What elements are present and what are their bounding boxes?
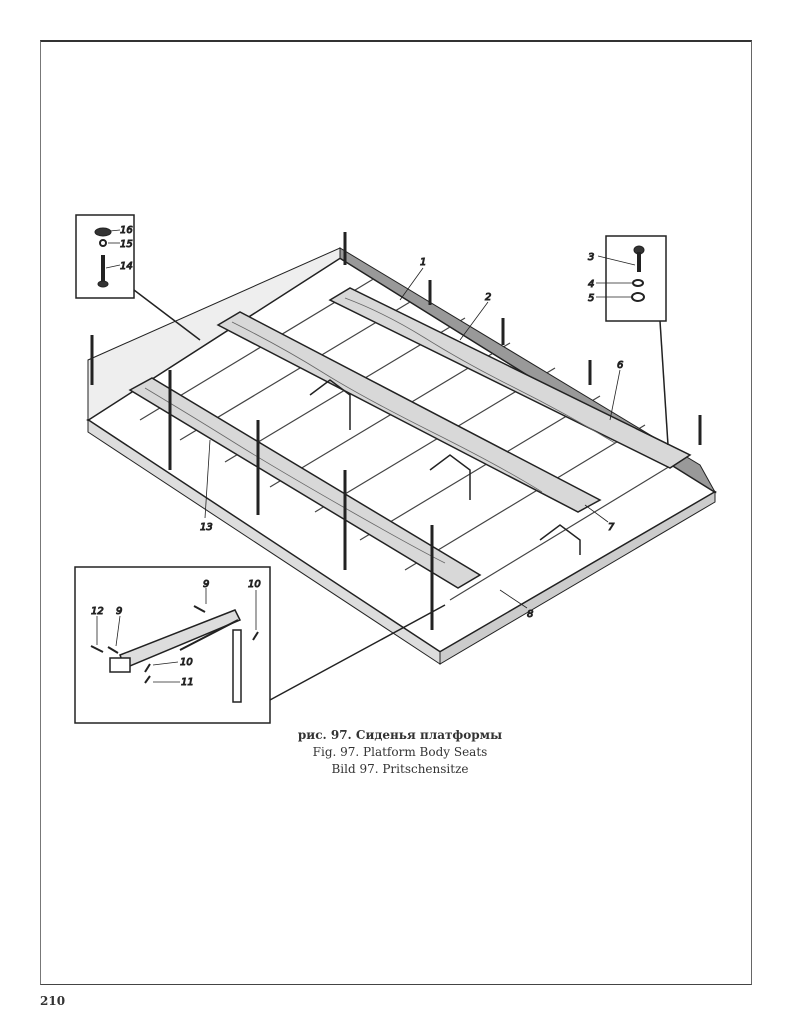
callout-11: 11 [181,677,194,688]
caption-german: Bild 97. Pritschensitze [331,762,469,776]
callout-10b: 10 [180,657,193,668]
callout-12: 12 [91,606,104,617]
callout-16: 16 [120,225,133,236]
page-frame [40,40,752,985]
callout-5: 5 [588,293,594,304]
callout-9a: 9 [116,606,122,617]
callout-15: 15 [120,239,133,250]
callout-6: 6 [617,360,623,371]
side-stakes [90,232,702,630]
callout-13: 13 [200,522,213,533]
callout-2: 2 [485,292,491,303]
caption-russian: рис. 97. Сиденья платформы [297,728,503,742]
callout-8: 8 [527,609,533,620]
bench-seats [128,287,692,589]
page-number: 210 [40,994,66,1008]
callout-1: 1 [420,257,426,268]
inset-bolt-nut: 3 4 5 [588,235,669,446]
callout-leaders [204,267,621,609]
callout-14: 14 [120,261,133,272]
callout-3: 3 [588,252,594,263]
callout-10a: 10 [248,579,261,590]
inset-wing-bolt: 16 15 14 [75,214,201,341]
callout-7: 7 [608,522,615,533]
inset-bracket: 12 9 9 10 10 11 [74,566,446,724]
callout-9b: 9 [203,579,209,590]
callout-4: 4 [588,279,594,290]
caption-english: Fig. 97. Platform Body Seats [312,745,488,759]
